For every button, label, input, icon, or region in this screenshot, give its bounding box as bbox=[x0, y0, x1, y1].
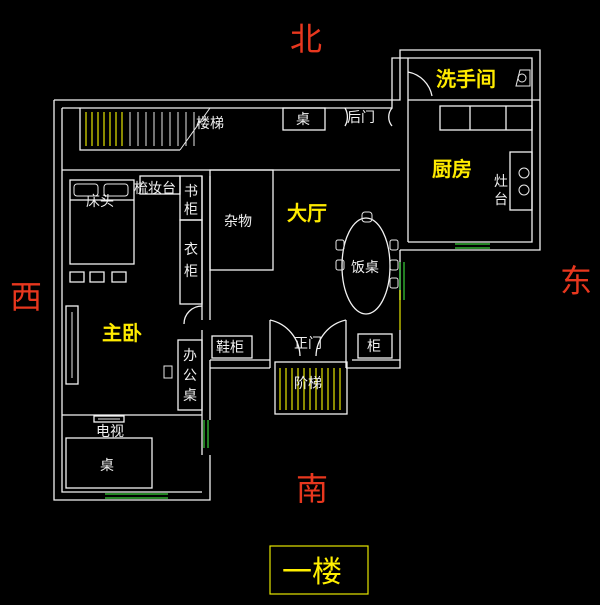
office-chair bbox=[163, 365, 173, 379]
bookcase-label-1: 书 bbox=[184, 184, 198, 200]
wardrobe-label-1: 衣 bbox=[184, 242, 198, 258]
living-room-label: 大厅 bbox=[287, 201, 327, 225]
tv-stand bbox=[93, 415, 125, 423]
stove-label-1: 灶 bbox=[494, 174, 508, 190]
wardrobe bbox=[179, 219, 203, 305]
direction-west: 西 bbox=[10, 278, 42, 316]
shoe-cabinet bbox=[211, 335, 253, 359]
back-door-label: 后门 bbox=[347, 110, 375, 126]
direction-south: 南 bbox=[296, 470, 328, 508]
floor-label: 一楼 bbox=[282, 555, 342, 590]
back-door bbox=[344, 107, 393, 127]
master-bedroom-label: 主卧 bbox=[102, 321, 142, 345]
shoe-cabinet-label: 鞋柜 bbox=[216, 340, 244, 356]
dining-table bbox=[335, 211, 399, 315]
office-desk-label-2: 公 bbox=[183, 368, 197, 384]
office-desk bbox=[177, 339, 203, 411]
dining-table-label: 饭桌 bbox=[351, 260, 379, 276]
steps-label: 阶梯 bbox=[294, 376, 322, 392]
cabinet-label: 柜 bbox=[367, 339, 381, 355]
front-steps bbox=[274, 361, 348, 415]
office-desk-label-3: 桌 bbox=[183, 388, 197, 404]
storage-label: 杂物 bbox=[224, 214, 252, 230]
front-door bbox=[269, 319, 347, 368]
bed bbox=[69, 179, 135, 283]
staircase-top bbox=[79, 107, 211, 151]
direction-east: 东 bbox=[560, 262, 592, 300]
bedroom-door bbox=[183, 305, 203, 325]
desk-bottom-label: 桌 bbox=[100, 458, 114, 474]
wardrobe-label-2: 柜 bbox=[184, 264, 198, 280]
floor-label-box bbox=[269, 545, 369, 595]
table-top-label: 桌 bbox=[296, 112, 310, 128]
sofa bbox=[65, 305, 79, 385]
stove-label-2: 台 bbox=[494, 192, 508, 208]
desk-bottom bbox=[65, 437, 153, 489]
cabinet bbox=[357, 333, 393, 359]
stairs-label: 楼梯 bbox=[196, 116, 224, 132]
windows bbox=[105, 243, 490, 499]
kitchen-label: 厨房 bbox=[432, 157, 472, 181]
tv-label: 电视 bbox=[96, 424, 124, 440]
dresser-label: 梳妆台 bbox=[134, 181, 176, 197]
bookcase-label-2: 柜 bbox=[184, 202, 198, 218]
table-top bbox=[282, 107, 326, 131]
office-desk-label-1: 办 bbox=[183, 348, 197, 364]
kitchen-counter bbox=[439, 105, 533, 211]
storage bbox=[209, 169, 274, 271]
washroom-fixtures bbox=[407, 58, 531, 100]
washroom-label: 洗手间 bbox=[436, 67, 496, 91]
direction-north: 北 bbox=[290, 20, 322, 58]
bed-head-label: 床头 bbox=[86, 194, 114, 210]
front-door-label: 正门 bbox=[294, 336, 322, 352]
